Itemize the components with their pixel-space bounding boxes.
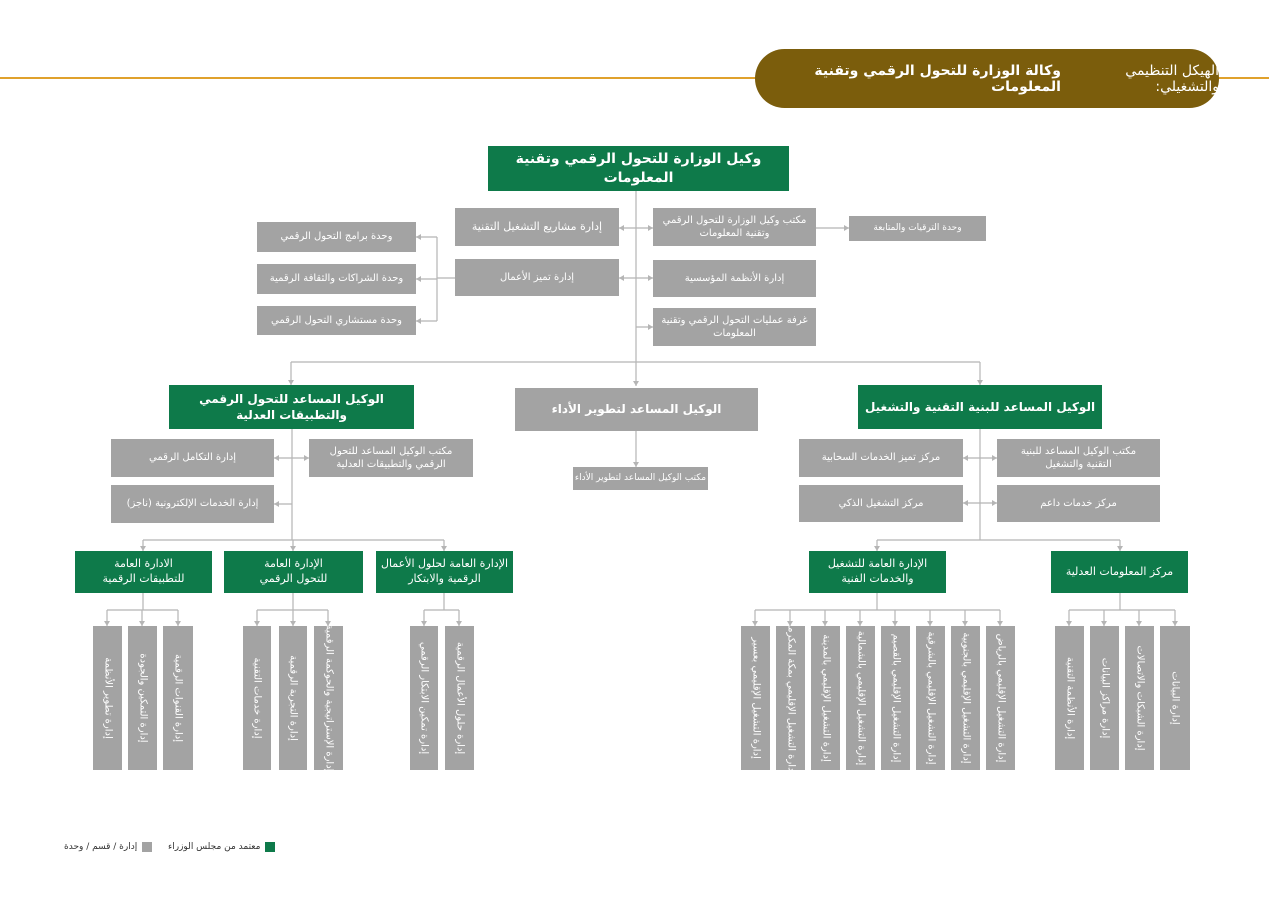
department-leaf-box: إدارة تمكين الابتكار الرقمي — [410, 626, 438, 770]
legend-unit: إدارة / قسم / وحدة — [64, 842, 153, 852]
department-leaf-box: إدارة الإستراتيجية والحوكمة الرقمية — [314, 626, 343, 770]
department-leaf-label: إدارة التشغيل الإقليمي بمكة المكرمة — [785, 626, 796, 770]
department-leaf-box: إدارة التشغيل الإقليمي بالرياض — [986, 626, 1015, 770]
department-leaf-box: إدارة التمكين والجودة — [128, 626, 157, 770]
department-leaf-label: إدارة الشبكات والاتصالات — [1134, 645, 1145, 751]
operations-room-box: غرفة عمليات التحول الرقمي وتقنية المعلوم… — [653, 308, 816, 346]
followup-unit-box: وحدة الترقيات والمتابعة — [849, 216, 986, 241]
general-ops-box: الإدارة العامة للتشغيل والخدمات الفنية — [809, 551, 946, 593]
department-leaf-label: إدارة التشغيل الإقليمي بالشمالية — [855, 630, 866, 766]
assistant-performance-box: الوكيل المساعد لتطوير الأداء — [515, 388, 758, 431]
department-leaf-label: إدارة التشغيل الإقليمي بالمدينة — [820, 634, 831, 762]
department-leaf-label: إدارة التجربة الرقمية — [287, 655, 299, 741]
department-leaf-box: إدارة خدمات التقنية — [243, 626, 271, 770]
unit-swatch — [142, 842, 153, 852]
department-leaf-box: إدارة التشغيل الإقليمي بالشمالية — [846, 626, 875, 770]
department-leaf-box: إدارة التشغيل الإقليمي بالقصيم — [881, 626, 910, 770]
department-leaf-label: إدارة تمكين الابتكار الرقمي — [418, 641, 430, 755]
department-leaf-label: إدارة التشغيل الإقليمي بالرياض — [995, 633, 1006, 763]
department-leaf-label: إدارة القنوات الرقمية — [172, 654, 184, 742]
general-dt-box: الإدارة العامة للتحول الرقمي — [224, 551, 363, 593]
department-leaf-label: إدارة التشغيل الإقليمي بالجنوبية — [960, 632, 971, 764]
performance-office-box: مكتب الوكيل المساعد لتطوير الأداء — [573, 467, 708, 490]
department-leaf-label: إدارة التشغيل الإقليمي بالشرقية — [925, 631, 936, 765]
department-leaf-box: إدارة الشبكات والاتصالات — [1125, 626, 1154, 770]
header-rule — [0, 77, 1269, 79]
department-leaf-label: إدارة الأنظمة التقنية — [1064, 656, 1075, 740]
department-leaf-label: إدارة التشغيل الإقليمي بعسير — [750, 637, 761, 759]
projects-management-box: إدارة مشاريع التشغيل التقنية — [455, 208, 619, 246]
department-leaf-box: إدارة الأنظمة التقنية — [1055, 626, 1084, 770]
department-leaf-label: إدارة مراكز البيانات — [1099, 657, 1110, 739]
apps-office-box: مكتب الوكيل المساعد للتحول الرقمي والتطب… — [309, 439, 473, 477]
department-leaf-box: إدارة التشغيل الإقليمي بمكة المكرمة — [776, 626, 805, 770]
department-leaf-box: إدارة حلول الأعمال الرقمية — [445, 626, 474, 770]
department-leaf-box: إدارة تطوير الأنظمة — [93, 626, 122, 770]
business-excellence-box: إدارة تميز الأعمال — [455, 259, 619, 296]
approved-swatch — [265, 842, 276, 852]
page-title: الهيكل التنظيمي والتشغيلي: وكالة الوزارة… — [755, 49, 1219, 108]
department-leaf-label: إدارة التمكين والجودة — [137, 653, 148, 743]
enterprise-systems-box: إدارة الأنظمة المؤسسية — [653, 260, 816, 297]
department-leaf-box: إدارة التشغيل الإقليمي بالشرقية — [916, 626, 945, 770]
department-leaf-label: إدارة البيانات — [1169, 671, 1181, 725]
smart-ops-box: مركز التشغيل الذكي — [799, 485, 963, 522]
department-leaf-box: إدارة مراكز البيانات — [1090, 626, 1119, 770]
deputy-minister-box: وكيل الوزارة للتحول الرقمي وتقنية المعلو… — [488, 146, 789, 191]
department-leaf-box: إدارة البيانات — [1160, 626, 1190, 770]
assistant-apps-box: الوكيل المساعد للتحول الرقمي والتطبيقات … — [169, 385, 414, 429]
department-leaf-box: إدارة التشغيل الإقليمي بعسير — [741, 626, 770, 770]
partnerships-unit-box: وحدة الشراكات والثقافة الرقمية — [257, 264, 416, 294]
info-center-box: مركز المعلومات العدلية — [1051, 551, 1188, 593]
department-leaf-label: إدارة خدمات التقنية — [251, 657, 263, 739]
department-leaf-label: إدارة تطوير الأنظمة — [102, 657, 113, 739]
department-leaf-box: إدارة التشغيل الإقليمي بالمدينة — [811, 626, 840, 770]
department-leaf-box: إدارة القنوات الرقمية — [163, 626, 193, 770]
cloud-center-box: مركز تميز الخدمات السحابية — [799, 439, 963, 477]
programs-unit-box: وحدة برامج التحول الرقمي — [257, 222, 416, 252]
eservices-box: إدارة الخدمات الإلكترونية (ناجز) — [111, 485, 274, 523]
legend-approved: معتمد من مجلس الوزراء — [168, 842, 276, 852]
department-leaf-box: إدارة التشغيل الإقليمي بالجنوبية — [951, 626, 980, 770]
deputy-office-box: مكتب وكيل الوزارة للتحول الرقمي وتقنية ا… — [653, 208, 816, 246]
digital-integration-box: إدارة التكامل الرقمي — [111, 439, 274, 477]
infra-office-box: مكتب الوكيل المساعد للبنية التقنية والتش… — [997, 439, 1160, 477]
department-leaf-box: إدارة التجربة الرقمية — [279, 626, 307, 770]
general-innovation-box: الإدارة العامة لحلول الأعمال الرقمية وال… — [376, 551, 513, 593]
page-title-main: وكالة الوزارة للتحول الرقمي وتقنية المعل… — [814, 62, 1061, 95]
page-title-prefix: الهيكل التنظيمي والتشغيلي: — [1125, 62, 1219, 95]
department-leaf-label: إدارة حلول الأعمال الرقمية — [454, 641, 465, 755]
department-leaf-label: إدارة الإستراتيجية والحوكمة الرقمية — [323, 626, 334, 770]
support-center-box: مركز خدمات داعم — [997, 485, 1160, 522]
assistant-infra-box: الوكيل المساعد للبنية التقنية والتشغيل — [858, 385, 1102, 429]
legend-unit-label: إدارة / قسم / وحدة — [64, 842, 138, 852]
legend-approved-label: معتمد من مجلس الوزراء — [168, 842, 261, 852]
advisors-unit-box: وحدة مستشاري التحول الرقمي — [257, 306, 416, 335]
general-apps-box: الادارة العامة للتطبيقات الرقمية — [75, 551, 212, 593]
department-leaf-label: إدارة التشغيل الإقليمي بالقصيم — [890, 633, 901, 763]
